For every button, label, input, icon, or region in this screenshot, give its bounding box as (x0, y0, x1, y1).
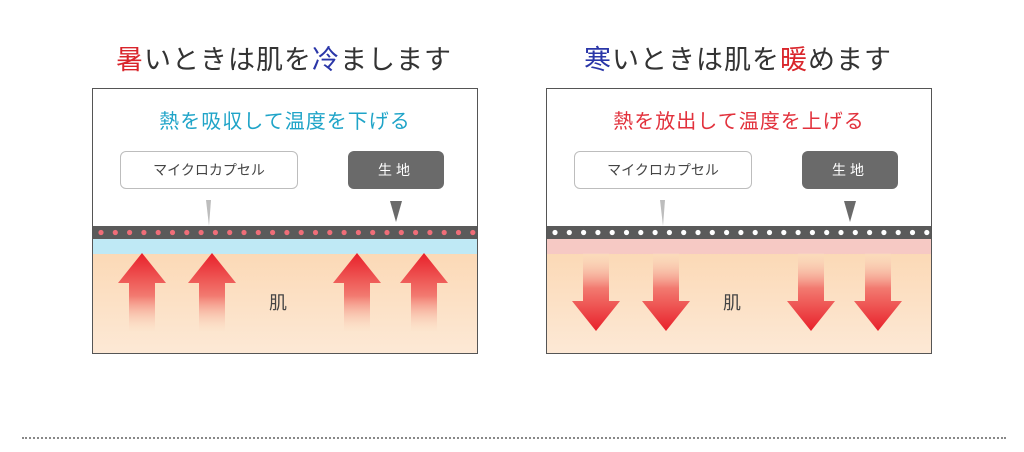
microcapsule-dot (270, 229, 276, 236)
dotted-divider (22, 437, 1006, 439)
microcapsule-dot (212, 229, 218, 236)
microcapsule-dot (724, 229, 730, 236)
microcapsule-dot (581, 229, 587, 236)
down-arrow-icon (787, 253, 835, 331)
capsule-dots (552, 229, 930, 236)
microcapsule-callout: マイクロカプセル (120, 151, 298, 189)
microcapsule-callout: マイクロカプセル (574, 151, 752, 189)
microcapsule-dot (455, 229, 462, 236)
microcapsule-dot (895, 229, 901, 236)
down-arrow-icon (572, 253, 620, 331)
microcapsule-dot (609, 229, 615, 236)
microcapsule-dot (638, 229, 644, 236)
microcapsule-dot (169, 229, 176, 236)
microcapsule-dot (652, 229, 658, 236)
warming-title: 熱を放出して温度を上げる (613, 109, 865, 133)
microcapsule-dot (738, 229, 744, 236)
fabric-callout: 生地 (348, 151, 444, 189)
microcapsule-dot (695, 229, 701, 236)
microcapsule-dot (838, 229, 844, 236)
microcapsule-dot (666, 229, 672, 236)
cooling-title: 熱を吸収して温度を下げる (159, 109, 411, 133)
microcapsule-dot (795, 229, 801, 236)
microcapsule-dot (227, 229, 233, 236)
microcapsule-dot (623, 229, 630, 236)
microcapsule-dot (781, 229, 787, 236)
warming-illustration (547, 200, 931, 353)
left-heading: 暑いときは肌を冷まします (84, 38, 484, 77)
microcapsule-dot (384, 229, 390, 236)
microcapsule-dot (127, 229, 133, 236)
microcapsule-dot (198, 229, 204, 236)
cool-layer (93, 239, 477, 254)
microcapsule-dot (867, 229, 873, 236)
right-heading-text: いときは肌を (612, 45, 780, 76)
microcapsule-dot (141, 229, 147, 236)
right-heading: 寒いときは肌を暖めます (538, 38, 938, 77)
microcapsule-dot (355, 229, 361, 236)
microcapsule-dot (595, 229, 601, 236)
microcapsule-dot (241, 229, 247, 236)
microcapsule-dot (398, 229, 404, 236)
down-arrow-icon (854, 253, 902, 331)
microcapsule-dot (112, 229, 118, 236)
capsule-dots (98, 229, 476, 236)
right-heading-highlight-warm: 暖 (780, 45, 808, 76)
warming-panel: 熱を放出して温度を上げる マイクロカプセル 生地 肌 (546, 88, 932, 354)
capsule-callout-pointer (660, 200, 665, 226)
up-arrow-icon (118, 253, 166, 331)
fabric-callout-pointer (390, 201, 402, 222)
right-heading-text-end: めます (808, 45, 892, 76)
left-heading-highlight-hot: 暑 (116, 45, 144, 76)
cooling-panel: 熱を吸収して温度を下げる マイクロカプセル 生地 肌 (92, 88, 478, 354)
microcapsule-dot (284, 229, 290, 236)
microcapsule-dot (413, 229, 419, 236)
microcapsule-dot (852, 229, 858, 236)
left-heading-text-end: まします (340, 45, 452, 76)
microcapsule-dot (909, 229, 916, 236)
microcapsule-dot (441, 229, 447, 236)
microcapsule-dot (98, 229, 104, 236)
up-arrow-icon (333, 253, 381, 331)
down-arrow-icon (642, 253, 690, 331)
left-heading-text: いときは肌を (144, 45, 312, 76)
microcapsule-dot (681, 229, 687, 236)
fabric-callout-pointer (844, 201, 856, 222)
microcapsule-dot (881, 229, 887, 236)
microcapsule-dot (752, 229, 758, 236)
microcapsule-dot (427, 229, 433, 236)
capsule-callout-pointer (206, 200, 211, 226)
microcapsule-dot (341, 229, 347, 236)
microcapsule-dot (566, 229, 572, 236)
microcapsule-dot (709, 229, 715, 236)
microcapsule-dot (298, 229, 304, 236)
microcapsule-dot (184, 229, 190, 236)
left-heading-highlight-cool: 冷 (312, 45, 340, 76)
microcapsule-dot (312, 229, 319, 236)
fabric-callout: 生地 (802, 151, 898, 189)
right-heading-highlight-cold: 寒 (584, 45, 612, 76)
microcapsule-dot (370, 229, 376, 236)
microcapsule-dot (155, 229, 161, 236)
cooling-illustration (93, 200, 477, 353)
skin-label: 肌 (723, 293, 741, 314)
skin-label: 肌 (269, 293, 287, 314)
microcapsule-dot (924, 229, 930, 236)
microcapsule-dot (766, 229, 773, 236)
microcapsule-dot (824, 229, 830, 236)
microcapsule-dot (327, 229, 333, 236)
microcapsule-dot (552, 229, 558, 236)
up-arrow-icon (400, 253, 448, 331)
warm-layer (547, 239, 931, 254)
microcapsule-dot (470, 229, 476, 236)
up-arrow-icon (188, 253, 236, 331)
microcapsule-dot (809, 229, 815, 236)
microcapsule-dot (255, 229, 261, 236)
